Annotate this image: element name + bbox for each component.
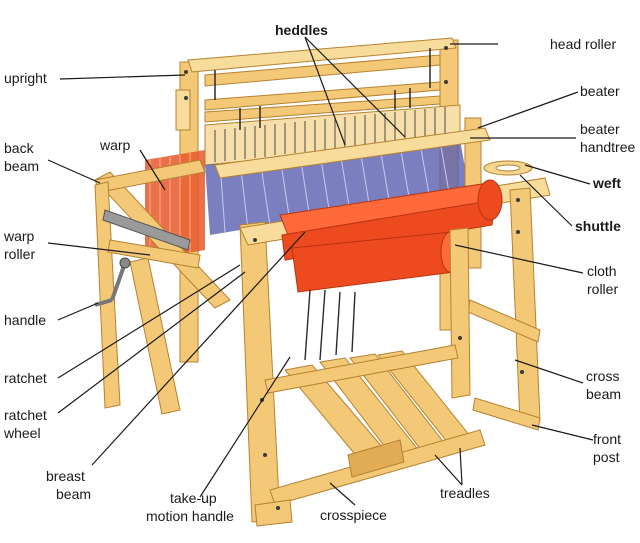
- label-warp-roller-line2: roller: [4, 246, 35, 262]
- label-cross-beam-line1: cross: [586, 368, 619, 384]
- label-warp-roller-line1: warp: [3, 228, 35, 244]
- lower-rail: [264, 344, 459, 394]
- label-beater-handtree-line1: beater: [580, 121, 620, 137]
- label-take-up-line2: motion handle: [146, 508, 234, 524]
- label-weft: weft: [592, 175, 621, 191]
- label-warp: warp: [99, 137, 131, 153]
- loom-illustration: [94, 37, 551, 527]
- label-beater-handtree-line2: handtree: [580, 139, 635, 155]
- heddle-wires: [214, 107, 446, 162]
- warp-roller-rod: [102, 209, 191, 251]
- treadle-block: [347, 439, 405, 478]
- head-roller-bar: [204, 54, 441, 87]
- left-mid-leg: [129, 257, 181, 415]
- label-ratchet-wheel-line1: ratchet: [4, 407, 47, 423]
- label-cloth-roller-line1: cloth: [587, 263, 617, 279]
- label-take-up-line1: take-up: [170, 490, 217, 506]
- bottom-side-rail: [472, 397, 541, 431]
- label-breast-beam-line2: beam: [56, 486, 91, 502]
- heddle-bar-upper: [204, 81, 441, 111]
- front-left-post: [239, 221, 281, 523]
- warp-roller: [107, 239, 201, 269]
- left-rear-leg: [94, 181, 121, 409]
- label-shuttle: shuttle: [575, 218, 621, 234]
- label-breast-beam-line1: breast: [46, 468, 85, 484]
- top-rail: [187, 37, 457, 73]
- label-cloth-roller-line2: roller: [587, 281, 618, 297]
- label-cross-beam-line2: beam: [586, 386, 621, 402]
- label-beater: beater: [580, 83, 620, 99]
- leader-lines: [47, 36, 594, 506]
- right-mid-post: [449, 227, 471, 399]
- treadles-group: [284, 350, 471, 471]
- label-front-post-line1: front: [593, 431, 621, 447]
- label-ratchet: ratchet: [4, 370, 47, 386]
- heddle-bar-lower: [204, 95, 441, 123]
- label-head-roller: head roller: [550, 36, 616, 52]
- label-handle: handle: [4, 312, 46, 328]
- label-crosspiece: crosspiece: [320, 507, 387, 523]
- beater-handtree: [214, 127, 491, 179]
- label-back-beam-line2: beam: [4, 158, 39, 174]
- handle-crank: [94, 257, 131, 307]
- labels: heddles head roller upright beater back …: [3, 22, 635, 524]
- label-treadles: treadles: [440, 485, 490, 501]
- front-post: [509, 187, 541, 423]
- label-upright: upright: [4, 70, 47, 86]
- label-ratchet-wheel-line2: wheel: [3, 425, 41, 441]
- label-front-post-line2: post: [593, 449, 620, 465]
- label-heddles: heddles: [275, 22, 328, 38]
- label-back-beam-line1: back: [4, 140, 35, 156]
